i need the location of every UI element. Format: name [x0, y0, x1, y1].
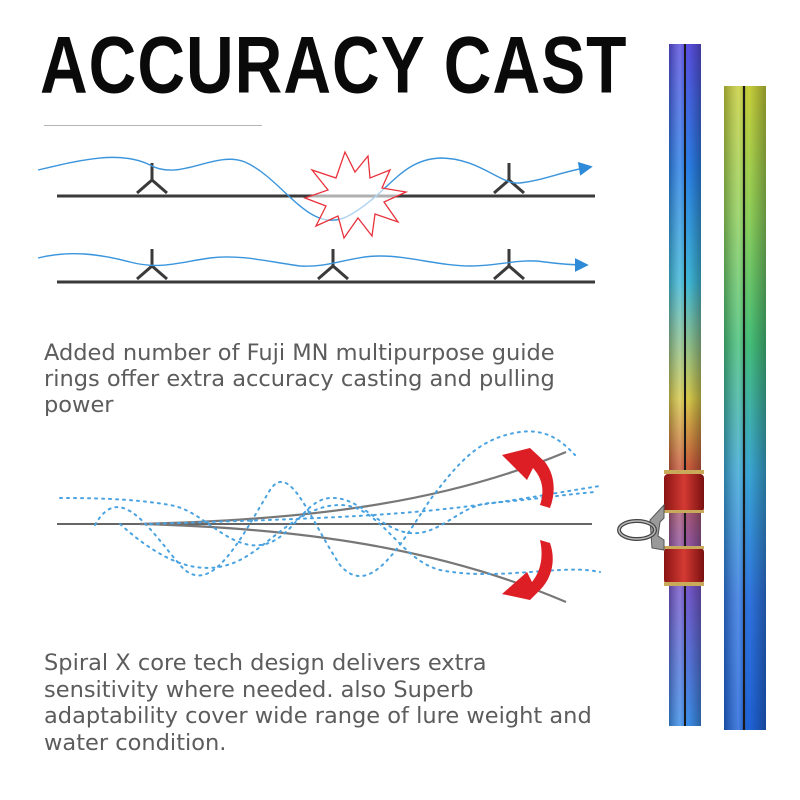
vibration-wave-c: [119, 503, 601, 576]
rod-bent-down: [139, 522, 567, 604]
guide-ring-icon: [490, 163, 529, 198]
flex-arrow-icon: [502, 540, 553, 600]
collision-burst-icon: [303, 150, 409, 240]
guide-ring-caption: Added number of Fuji MN multipurpose gui…: [44, 340, 555, 416]
vibration-wave-b: [94, 430, 576, 578]
spiral-core-caption: Spiral X core tech design delivers extra…: [44, 650, 592, 756]
vibration-wave-a: [59, 491, 596, 547]
title-divider: [44, 125, 262, 126]
vibration-wave-d: [149, 485, 601, 525]
casting-line-tangled: [37, 156, 593, 222]
flex-arrow-icon: [502, 448, 554, 508]
guide-ring-icon: [617, 470, 704, 586]
casting-line-smooth: [37, 252, 589, 272]
